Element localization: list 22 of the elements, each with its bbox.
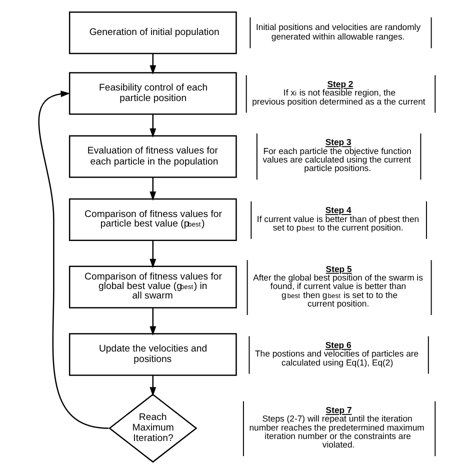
arrow [150,54,156,75]
node-box: Feasibility control of each particle position [68,72,237,115]
node-label: Step 3 [325,137,352,148]
node-label: For each particle the objective function values are calculated using the current particle positions. [262,146,412,174]
node-label: Initial positions and velocities are randomly generated within allowable ranges. [256,22,421,42]
arrow [150,114,156,138]
node-box: Evaluation of fitness values for each particle in the population [68,135,237,178]
arrow [150,308,156,336]
node-label: Step 5 [326,264,352,274]
arrow [150,178,156,201]
node-label: Steps (2-7) will repeat until the iteration number reaches the predetermined maximum iteration number or the constraints are violated. [249,414,424,450]
node-label: Step 2 [327,78,354,89]
node-label: Step 7 [326,404,352,415]
node-label: Step 4 [325,205,352,216]
node-label: The postions and velocities of particles are calculated using Eq(1), Eq(2) [255,348,419,368]
arrow [150,240,156,268]
node-diamond: Reach Maximum Iteration? [108,394,198,463]
node-box: Generation of initial population [68,11,237,54]
arrow [38,90,109,429]
node-label: Step 6 [325,340,352,350]
node-box: Update the velocities and positions [68,333,237,376]
arrow [150,375,156,396]
